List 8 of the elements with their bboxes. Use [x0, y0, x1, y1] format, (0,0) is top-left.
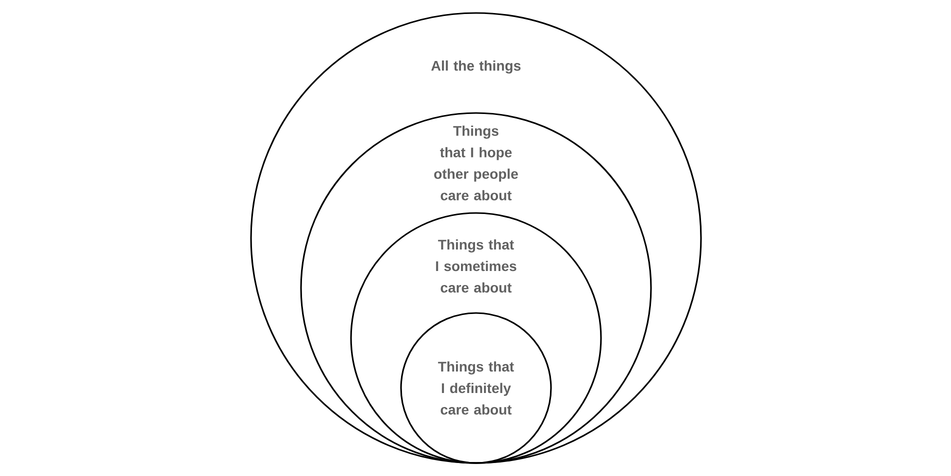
circle-outline [350, 212, 602, 464]
circle-label: Things that I hope other people care about [434, 126, 518, 200]
circle-label: Things that I definitely care about [438, 361, 514, 415]
circle-label: All the things [431, 60, 521, 74]
circle-label: Things that I sometimes care about [436, 239, 516, 293]
circle-outline [250, 12, 702, 464]
circle-outline [400, 312, 552, 464]
circle-outline [300, 112, 652, 464]
